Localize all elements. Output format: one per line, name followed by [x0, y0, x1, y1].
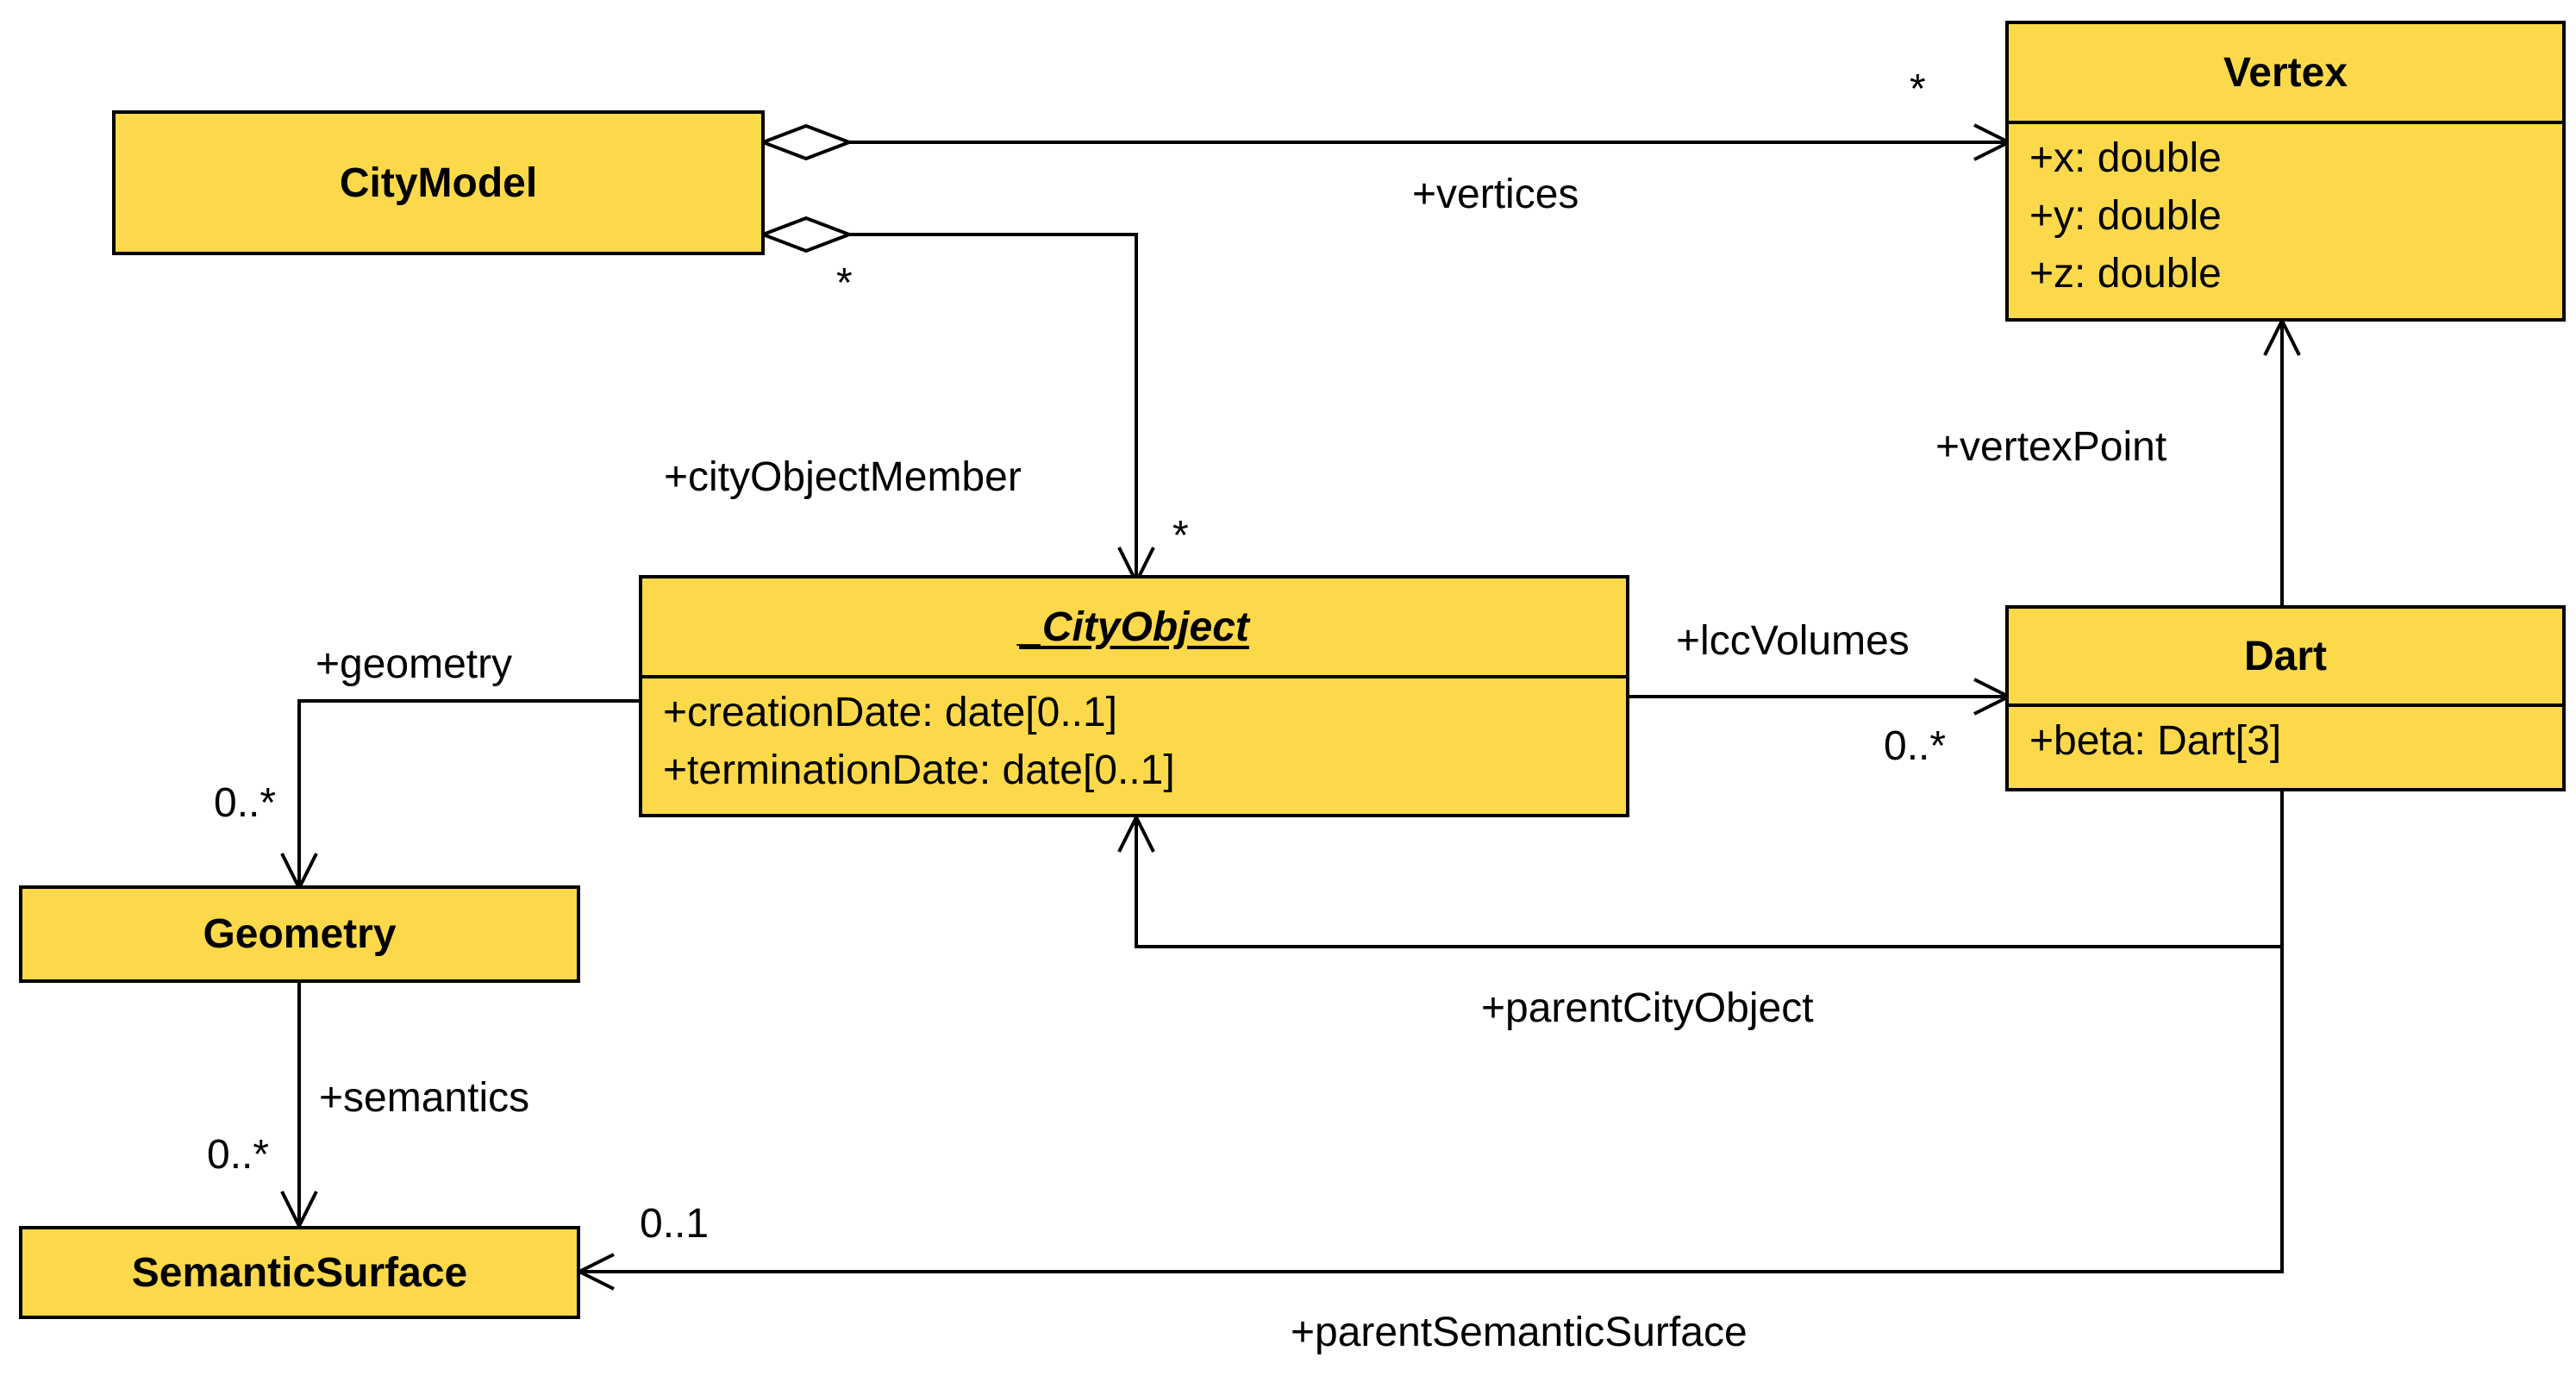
parent-city-object-arrowhead — [1117, 813, 1155, 853]
class-name: Geometry — [203, 911, 397, 957]
attribute: +beta: Dart[3] — [2029, 718, 2282, 764]
parent-semantic-surface-role-label: +parentSemanticSurface — [1291, 1310, 1748, 1355]
geometry-multiplicity: 0..* — [214, 780, 277, 826]
parent-semantic-surface-multiplicity: 0..1 — [640, 1201, 710, 1247]
city-object-member-line — [849, 233, 1138, 582]
vertices-multiplicity: * — [1910, 66, 1926, 112]
attribute-list: +creationDate: date[0..1] +terminationDa… — [642, 675, 1626, 799]
class-name: _CityObject — [1019, 603, 1249, 650]
attribute-list: +beta: Dart[3] — [2009, 704, 2562, 770]
city-object-member-role-label: +cityObjectMember — [664, 454, 1022, 500]
class-name: SemanticSurface — [131, 1249, 468, 1296]
class-city-object[interactable]: _CityObject +creationDate: date[0..1] +t… — [639, 575, 1629, 817]
parent-city-object-line — [1135, 791, 2284, 948]
class-vertex[interactable]: Vertex +x: double +y: double +z: double — [2005, 21, 2566, 322]
attribute: +creationDate: date[0..1] — [663, 690, 1118, 735]
class-city-model[interactable]: CityModel — [112, 110, 765, 255]
class-name: CityModel — [339, 159, 538, 206]
semantics-role-label: +semantics — [319, 1075, 530, 1121]
attribute: +z: double — [2029, 251, 2222, 297]
parent-city-object-role-label: +parentCityObject — [1481, 985, 1814, 1031]
vertices-role-label: +vertices — [1412, 172, 1579, 217]
class-name: Dart — [2243, 633, 2328, 679]
city-object-member-source-multiplicity: * — [836, 260, 853, 306]
class-geometry[interactable]: Geometry — [19, 885, 580, 983]
geometry-association-line — [297, 699, 640, 888]
lcc-volumes-multiplicity: 0..* — [1884, 723, 1947, 769]
aggregation-diamond-city-object-member — [758, 216, 854, 253]
attribute: +y: double — [2029, 193, 2222, 239]
city-object-member-target-multiplicity: * — [1172, 513, 1189, 559]
class-name: Vertex — [2223, 49, 2348, 96]
aggregation-diamond-vertices — [758, 123, 854, 161]
attribute: +x: double — [2029, 135, 2222, 181]
lcc-volumes-role-label: +lccVolumes — [1676, 618, 1910, 664]
class-dart[interactable]: Dart +beta: Dart[3] — [2005, 605, 2566, 791]
semantics-multiplicity: 0..* — [207, 1132, 270, 1178]
attribute: +terminationDate: date[0..1] — [663, 747, 1175, 793]
attribute-list: +x: double +y: double +z: double — [2009, 121, 2562, 303]
vertex-point-role-label: +vertexPoint — [1935, 424, 2167, 470]
parent-semantic-surface-line — [579, 947, 2284, 1273]
class-semantic-surface[interactable]: SemanticSurface — [19, 1226, 580, 1319]
geometry-role-label: +geometry — [316, 641, 513, 687]
